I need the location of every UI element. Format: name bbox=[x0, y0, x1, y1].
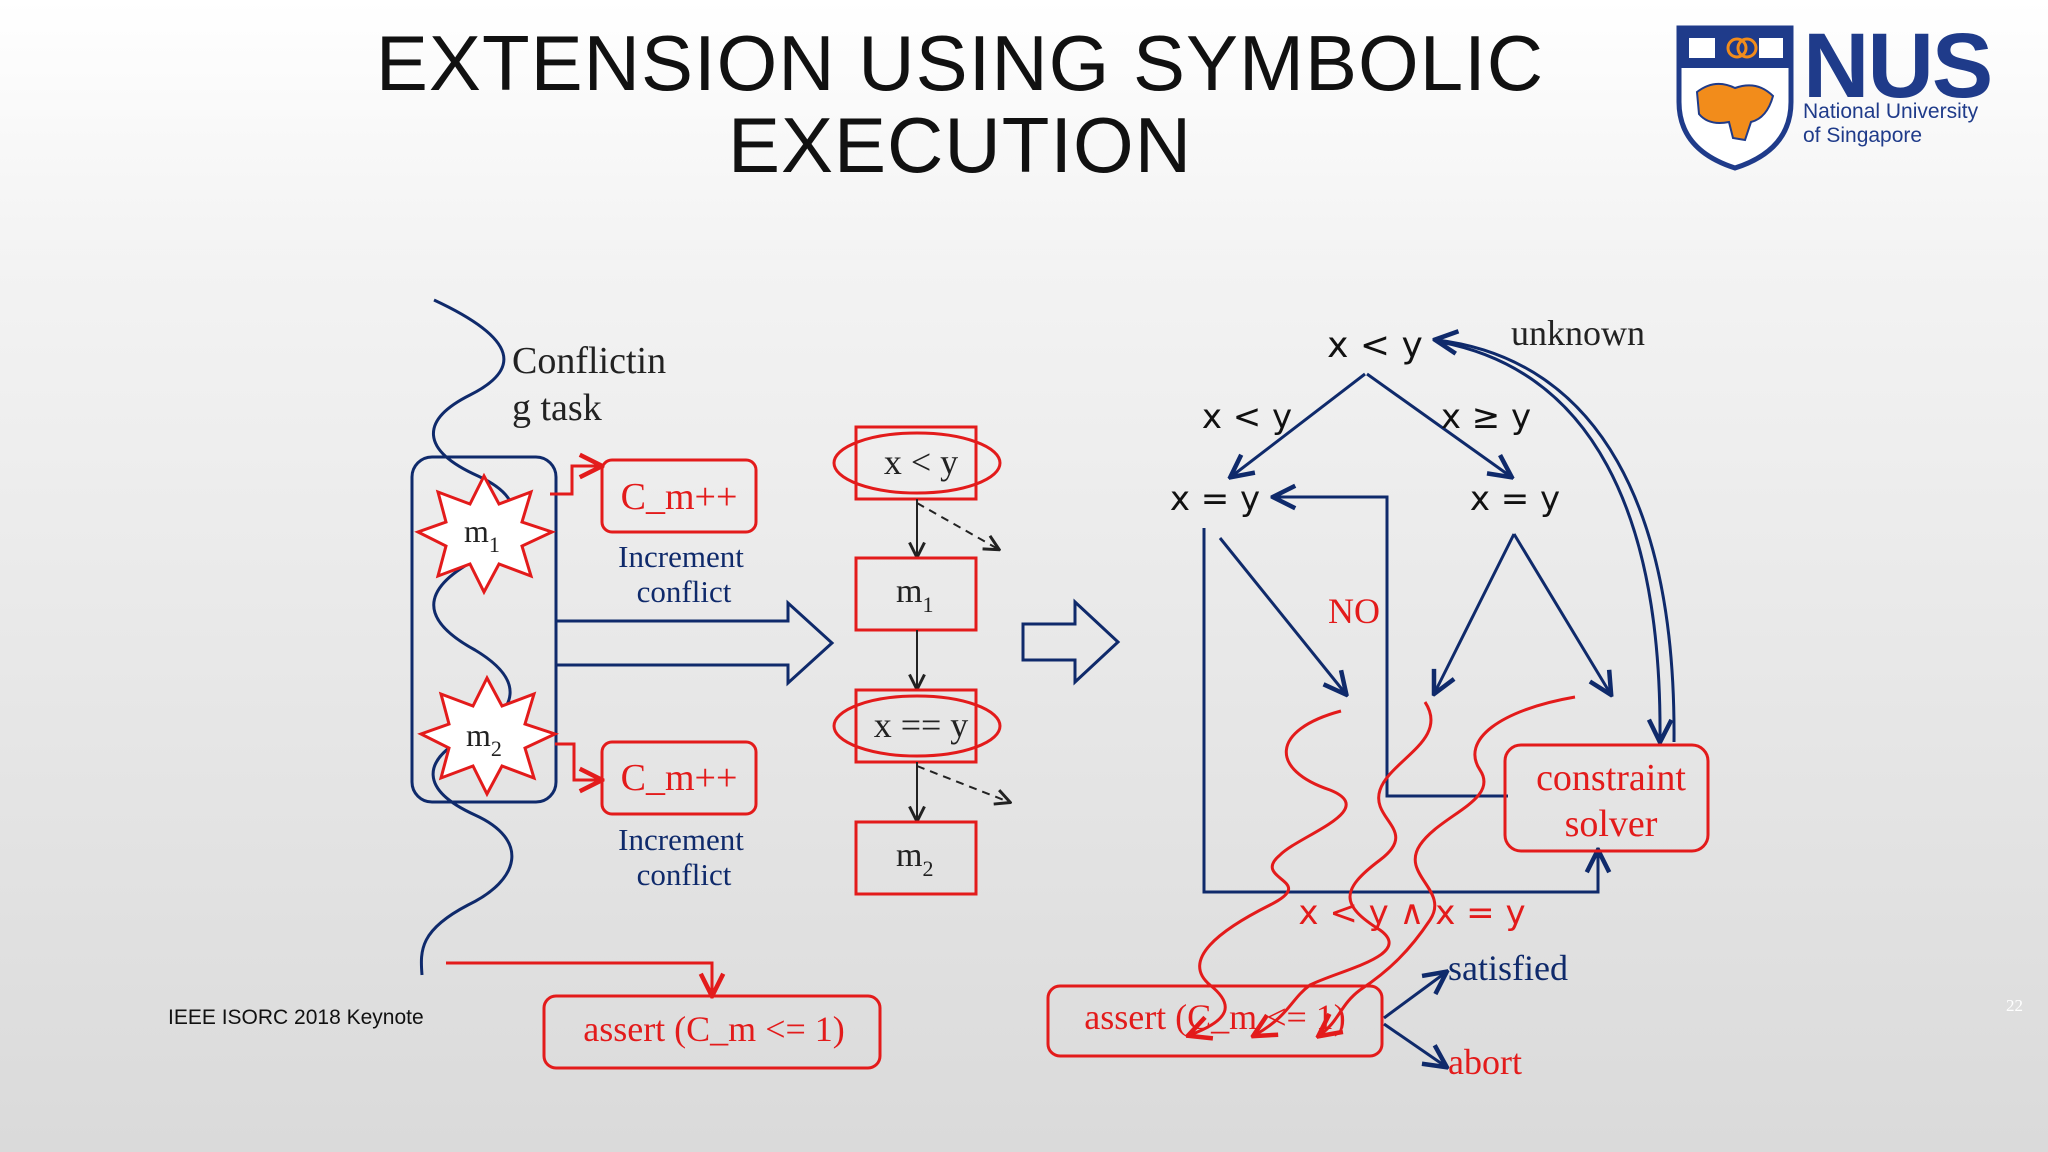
m1-label: m1 bbox=[464, 513, 500, 557]
cond2-skip-arrow bbox=[916, 765, 1009, 802]
thread-label-line-1: Conflictin bbox=[512, 340, 666, 382]
node-left-label: x = y bbox=[1170, 479, 1260, 519]
branch-right-label: x ≥ y bbox=[1441, 397, 1531, 437]
root-condition: x < y bbox=[1327, 325, 1423, 366]
middle-m2-box bbox=[854, 820, 978, 896]
path-constraint-label: x < y ∧ x = y bbox=[1298, 893, 1525, 933]
page-number: 22 bbox=[2006, 996, 2023, 1015]
root-to-solver-arrow bbox=[1439, 340, 1660, 740]
cond1-ellipse bbox=[832, 431, 1002, 495]
increment-caption-1-line-1: Increment bbox=[618, 539, 744, 574]
node-left-down-branch bbox=[1218, 537, 1345, 693]
unknown-label: unknown bbox=[1511, 313, 1645, 353]
increment-caption-2-line-2: conflict bbox=[637, 857, 732, 892]
root-right-branch bbox=[1366, 372, 1510, 476]
node-right-down-left-branch bbox=[1435, 533, 1516, 692]
transform-arrow-1 bbox=[554, 599, 835, 687]
cond2-label: x == y bbox=[874, 705, 969, 745]
left-assert-label: assert (C_m <= 1) bbox=[583, 1009, 845, 1049]
m2-star: m2 bbox=[417, 674, 560, 798]
abort-arrow bbox=[1383, 1022, 1445, 1066]
left-assert-box bbox=[542, 994, 882, 1070]
cond2-ellipse bbox=[832, 694, 1002, 758]
slide-title: EXTENSION USING SYMBOLIC EXECUTION bbox=[330, 22, 1590, 186]
increment-caption-2-line-1: Increment bbox=[618, 822, 744, 857]
red-path-3 bbox=[1320, 695, 1576, 1035]
cm-increment-label-1: C_m++ bbox=[621, 476, 738, 518]
m2-to-cm-arrow bbox=[555, 742, 600, 780]
solver-label-line-1: constraint bbox=[1536, 757, 1686, 799]
conflicting-task-thread bbox=[419, 298, 515, 976]
path-to-solver-line bbox=[1202, 528, 1598, 894]
node-right-down-right-branch bbox=[1512, 533, 1610, 693]
cond1-skip-arrow bbox=[916, 502, 998, 549]
m1-star: m1 bbox=[414, 472, 557, 596]
nus-crest-icon bbox=[1676, 25, 1794, 171]
branch-left-label: x < y bbox=[1202, 397, 1292, 437]
cm-increment-label-2: C_m++ bbox=[621, 757, 738, 799]
nus-logo: NUS National University of Singapore bbox=[1675, 15, 1995, 172]
solver-to-root-arrow bbox=[1437, 340, 1676, 743]
logo-subtitle-line-1: National University bbox=[1803, 100, 1979, 123]
right-assert-label: assert (C_m <= 1) bbox=[1084, 997, 1346, 1037]
increment-caption-1-line-2: conflict bbox=[637, 574, 732, 609]
title-line-2: EXECUTION bbox=[727, 101, 1193, 189]
logo-subtitle-line-2: of Singapore bbox=[1803, 124, 1923, 147]
satisfied-label: satisfied bbox=[1448, 948, 1568, 988]
transform-arrow-2 bbox=[1021, 598, 1121, 686]
cm-increment-box-2 bbox=[600, 740, 758, 816]
right-assert-box bbox=[1046, 984, 1384, 1058]
root-left-branch bbox=[1232, 372, 1366, 476]
logo-wordmark: NUS bbox=[1803, 15, 1993, 117]
constraint-solver-box bbox=[1503, 743, 1710, 853]
m2-label: m2 bbox=[466, 717, 502, 761]
logo-subtitle: National University of Singapore bbox=[1803, 100, 1978, 148]
title-line-1: EXTENSION USING SYMBOLIC bbox=[375, 19, 1545, 107]
middle-m1-label: m1 bbox=[896, 573, 933, 617]
cond1-label: x < y bbox=[884, 442, 958, 482]
solver-label-line-2: solver bbox=[1565, 803, 1658, 845]
abort-label: abort bbox=[1448, 1042, 1522, 1082]
cm-increment-box-1 bbox=[600, 458, 758, 534]
thread-label-line-2: g task bbox=[512, 387, 602, 429]
slide-footer: IEEE ISORC 2018 Keynote bbox=[168, 1006, 424, 1029]
solver-no-feedback-arrow bbox=[1275, 497, 1508, 798]
middle-m2-label: m2 bbox=[896, 837, 933, 881]
m1-to-cm-arrow bbox=[550, 466, 600, 496]
satisfied-arrow bbox=[1383, 973, 1445, 1020]
node-right-label: x = y bbox=[1470, 479, 1560, 519]
no-label: NO bbox=[1328, 591, 1380, 631]
thread-to-assert-arrow bbox=[446, 961, 712, 994]
